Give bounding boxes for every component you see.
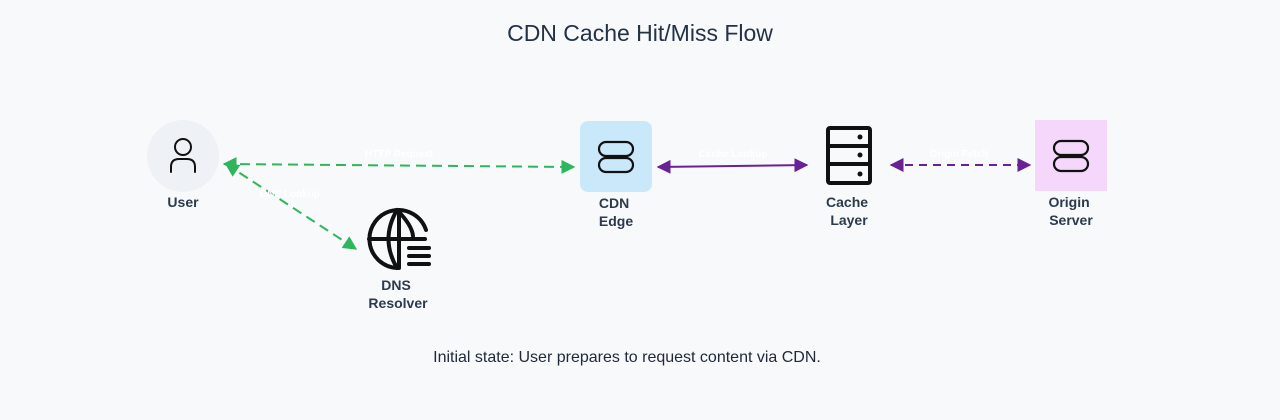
edge-cdn-cache: Cache Lookup [656,149,809,174]
edge-user-cdn: HTTP Request [222,149,576,174]
edge-label-dns-lookup: DNS Lookup [260,189,320,200]
edge-label-http-request: HTTP Request [365,149,434,160]
node-cdn-edge[interactable]: CDN Edge [580,121,652,229]
globe-icon [367,208,431,270]
diagram-title: CDN Cache Hit/Miss Flow [507,20,773,46]
dns-resolver-label: DNS Resolver [368,277,428,311]
cdn-edge-label: CDN Edge [599,195,633,229]
status-caption: Initial state: User prepares to request … [433,349,821,366]
node-user[interactable]: User [147,120,219,210]
server-icon [1052,139,1090,173]
user-icon [170,138,196,173]
edge-label-cache-lookup: Cache Lookup [699,149,768,160]
edge-user-dns: DNS Lookup [224,163,358,250]
node-cache-layer[interactable]: Cache Layer [826,126,872,228]
cache-layer-label: Cache Layer [826,194,872,228]
edge-label-origin-fetch: Origin Fetch [930,149,989,160]
edge-cache-origin: Origin Fetch [889,149,1032,172]
origin-server-label: Origin Server [1048,194,1093,228]
user-label: User [167,194,199,210]
server-icon [597,140,635,174]
node-origin-server[interactable]: Origin Server [1035,120,1107,228]
node-dns-resolver[interactable]: DNS Resolver [367,208,431,311]
server-rack-icon [826,126,872,185]
